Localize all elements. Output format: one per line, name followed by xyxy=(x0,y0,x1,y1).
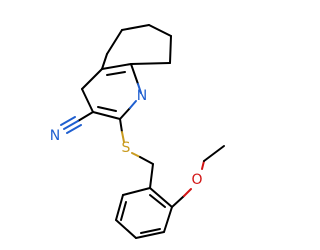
bond-nitrile-triple-3 xyxy=(66,124,82,134)
bond-c2-sulfur-gold xyxy=(121,131,125,143)
bond-ar5-ar6 xyxy=(163,206,173,233)
sulfur-label: S xyxy=(122,140,131,156)
ring-nitrogen-label: N xyxy=(137,88,147,104)
bond-nitrile-triple-2 xyxy=(60,116,76,126)
bond-ar3-ar4 xyxy=(115,219,137,239)
bond-c2-c3 xyxy=(92,111,121,120)
bond-oxygen-methyl xyxy=(203,145,225,162)
bond-c6-c7 xyxy=(121,24,150,31)
nitrile-nitrogen-label: N xyxy=(50,128,60,144)
bond-n1-c2-blue xyxy=(129,100,137,109)
bond-ar6-ar1 xyxy=(149,187,173,208)
bond-c4-c4a-inner xyxy=(106,71,126,76)
bond-c7-c8 xyxy=(148,24,172,37)
bond-aryl-oxygen xyxy=(171,195,185,208)
ether-oxygen-label: O xyxy=(191,172,202,188)
bond-ar1-ar2 xyxy=(122,187,151,196)
bond-c9a-n1 xyxy=(130,63,139,85)
bond-ar-inner-3 xyxy=(149,194,166,208)
bond-ar-inner-1 xyxy=(120,201,127,221)
bond-c3-cn-carbon xyxy=(77,111,94,122)
bond-c8-c9 xyxy=(169,35,172,64)
bond-nitrile-triple-1 xyxy=(63,120,79,130)
bond-sulfur-ch2-gold xyxy=(131,152,141,158)
bond-c4-c4a xyxy=(81,68,103,90)
bond-aryl-oxygen-red xyxy=(183,188,192,197)
bond-c9-c9a xyxy=(130,62,171,65)
bond-ar-inner-2 xyxy=(140,228,161,234)
molecule-drawing: N N S O xyxy=(50,24,225,239)
bond-c2-sulfur xyxy=(119,118,123,133)
bond-c5-c6 xyxy=(106,29,123,55)
chemical-structure-canvas: N N S O xyxy=(49,24,225,239)
bond-c3-c4 xyxy=(81,88,94,113)
bond-ar2-ar3 xyxy=(115,194,124,221)
bond-oxygen-methyl-red xyxy=(201,160,205,170)
bond-ch2-aryl xyxy=(149,163,154,189)
bond-n1-c2 xyxy=(119,107,131,120)
bond-sulfur-ch2 xyxy=(139,156,154,165)
bond-ar4-ar5 xyxy=(135,231,165,239)
bond-c4a-c9a xyxy=(101,63,132,70)
bond-n1-c9a-blue xyxy=(137,83,142,94)
bond-c4a-c5 xyxy=(101,53,108,70)
bond-c2-c3-inner xyxy=(97,106,117,112)
